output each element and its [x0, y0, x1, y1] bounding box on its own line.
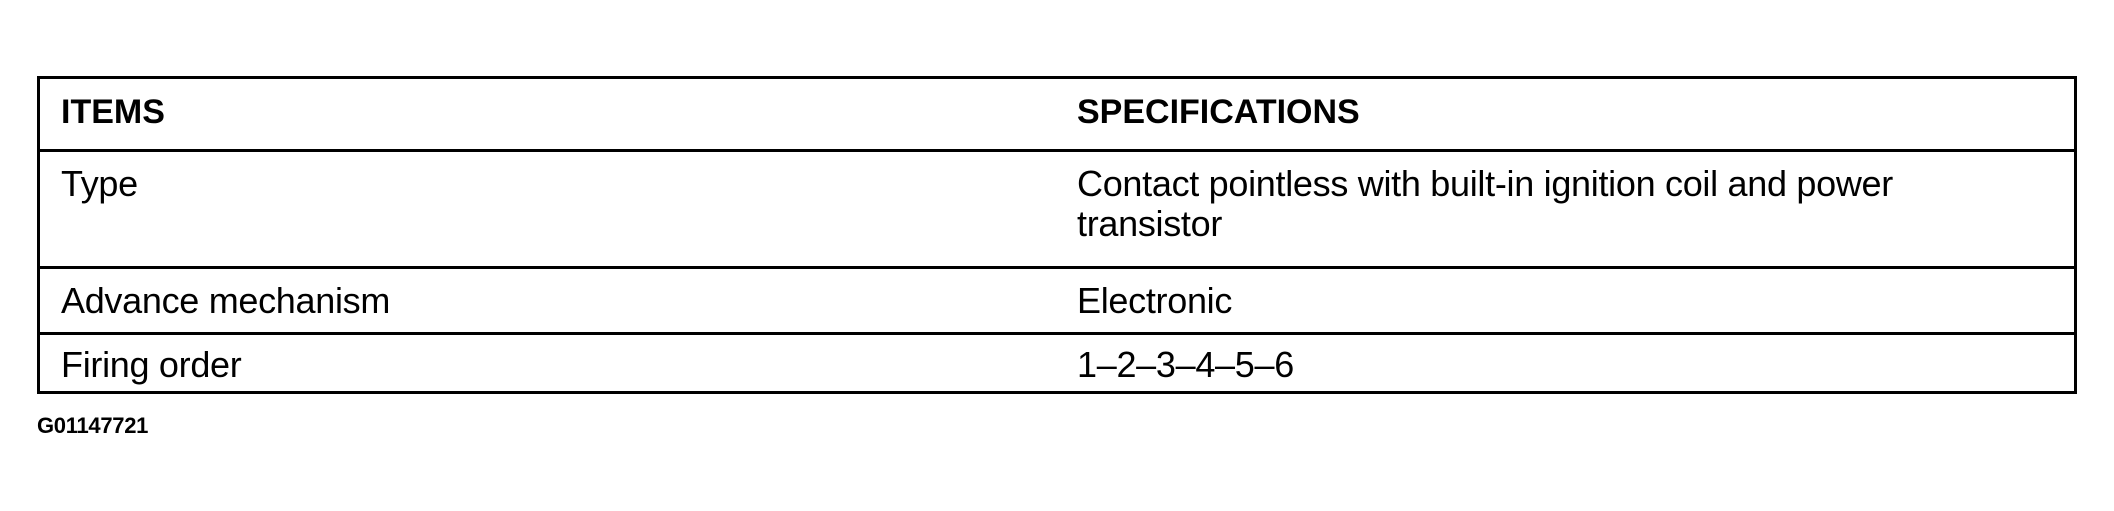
ignition-spec-table: ITEMS SPECIFICATIONS Type Contact pointl… [37, 76, 2077, 394]
spec-cell-advance-mechanism: Electronic [1077, 280, 1233, 321]
spec-cell-firing-order: 1–2–3–4–5–6 [1077, 344, 1294, 385]
column-header-items: ITEMS [61, 93, 165, 131]
table-header-row: ITEMS SPECIFICATIONS [40, 79, 2074, 149]
item-cell-firing-order: Firing order [61, 344, 242, 385]
figure-id-caption: G01147721 [37, 413, 149, 438]
table-row: Firing order 1–2–3–4–5–6 [40, 332, 2074, 391]
column-header-specifications: SPECIFICATIONS [1077, 93, 1360, 131]
item-cell-type: Type [61, 163, 138, 204]
item-cell-advance-mechanism: Advance mechanism [61, 280, 391, 321]
spec-cell-type: Contact pointless with built-in ignition… [1077, 163, 1893, 244]
table-row: Advance mechanism Electronic [40, 266, 2074, 332]
table-row: Type Contact pointless with built-in ign… [40, 149, 2074, 266]
